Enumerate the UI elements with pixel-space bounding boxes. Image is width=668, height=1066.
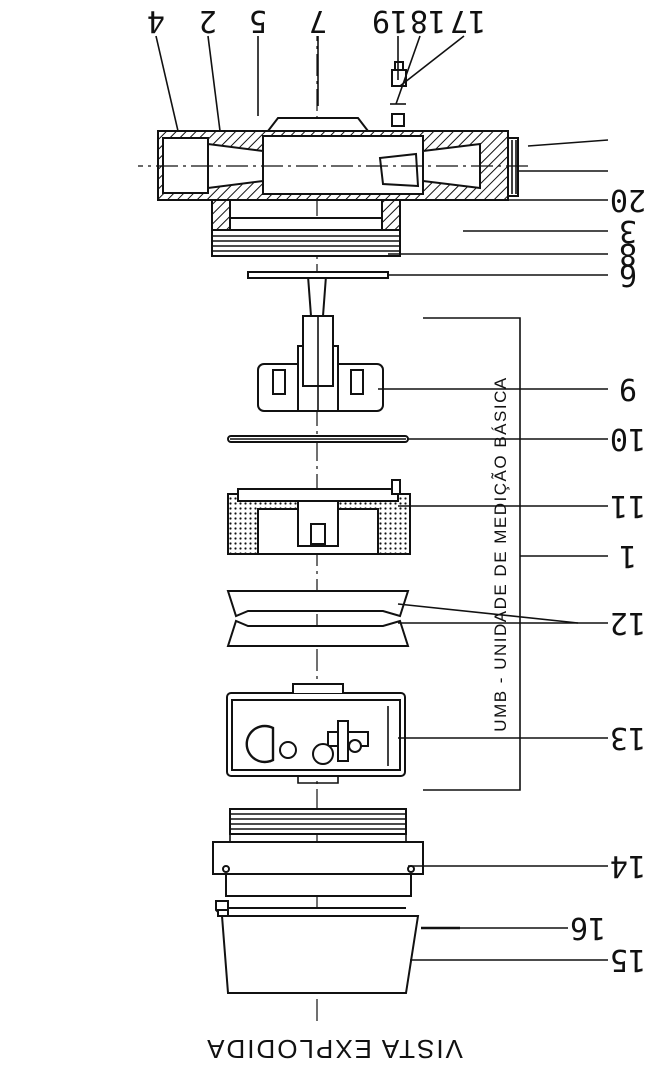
- label-10: 10: [610, 421, 646, 456]
- label-15: 15: [610, 942, 646, 977]
- part-11-measuring-chamber: [227, 479, 411, 555]
- part-14-thread: [229, 808, 407, 835]
- leader-lines: [155, 35, 609, 961]
- label-3: 3: [619, 213, 637, 248]
- diagram-title: VISTA EXPLODIDA: [205, 1034, 463, 1064]
- label-8: 8: [619, 236, 637, 271]
- label-20: 20: [610, 182, 646, 217]
- label-9: 9: [619, 371, 637, 406]
- part-14-housing: [212, 808, 424, 897]
- part-8-plate: [247, 271, 389, 317]
- part-7-body: [138, 61, 528, 257]
- label-5: 5: [249, 3, 267, 38]
- label-17: 17: [450, 3, 486, 38]
- label-13: 13: [610, 720, 646, 755]
- label-2: 2: [199, 3, 217, 38]
- label-4: 4: [147, 3, 165, 38]
- part-9-piston: [257, 315, 384, 412]
- label-7: 7: [309, 3, 327, 38]
- part-15-cup: [215, 900, 420, 994]
- part-13-register: [226, 683, 406, 784]
- umb-bracket: UMB - UNIDADE DE MEDIÇÃO BÁSICA: [423, 317, 608, 791]
- label-19: 19: [372, 3, 408, 38]
- umb-bracket-text: UMB - UNIDADE DE MEDIÇÃO BÁSICA: [491, 376, 510, 731]
- label-12: 12: [610, 605, 646, 640]
- label-11: 11: [610, 488, 646, 523]
- part-12-rings: [226, 590, 410, 647]
- label-6: 6: [619, 257, 637, 292]
- label-16: 16: [570, 910, 606, 945]
- label-1: 1: [619, 538, 637, 573]
- part-labels: 15 16 14 13 12 1 11 10 9 6 8 3 20 17 18 …: [147, 3, 646, 977]
- part-10-oring: [227, 435, 409, 443]
- label-14: 14: [610, 848, 646, 883]
- label-18: 18: [410, 3, 446, 38]
